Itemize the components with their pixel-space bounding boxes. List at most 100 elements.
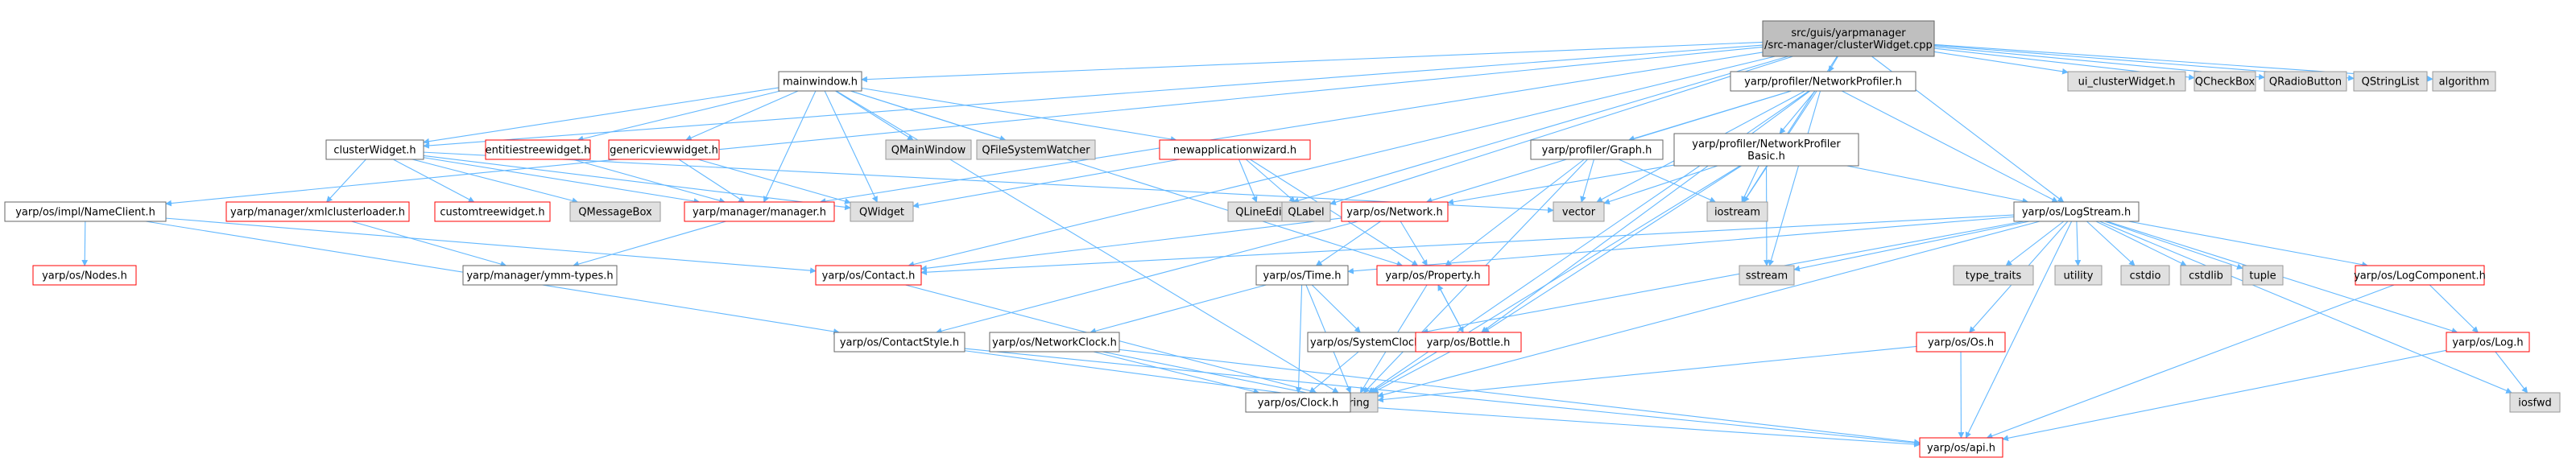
node-namecl[interactable]: yarp/os/impl/NameClient.h	[4, 201, 167, 222]
node-qmessagebox[interactable]: QMessageBox	[569, 201, 661, 222]
node-box	[1706, 201, 1768, 222]
node-tuple[interactable]: tuple	[2242, 265, 2284, 286]
node-property[interactable]: yarp/os/Property.h	[1376, 265, 1490, 286]
node-box	[2509, 392, 2561, 413]
edge-layer	[81, 41, 2528, 447]
node-os[interactable]: yarp/os/Os.h	[1916, 332, 2006, 353]
node-box	[462, 265, 618, 286]
node-netprof[interactable]: yarp/profiler/NetworkProfiler.h	[1730, 71, 1916, 92]
edge-npbasic-to-vector	[1603, 165, 1718, 205]
node-bottle[interactable]: yarp/os/Bottle.h	[1415, 332, 1522, 353]
node-graph[interactable]: yarp/profiler/Graph.h	[1530, 139, 1664, 160]
node-label: yarp/os/Property.h	[1385, 270, 1480, 282]
node-label: yarp/os/ContactStyle.h	[840, 337, 959, 349]
node-qcheckbox[interactable]: QCheckBox	[2194, 71, 2256, 92]
node-contact[interactable]: yarp/os/Contact.h	[815, 265, 922, 286]
edge-netprof-to-bottle	[1481, 90, 1811, 333]
node-box	[833, 332, 965, 353]
node-box	[2180, 265, 2232, 286]
node-sstream[interactable]: sstream	[1739, 265, 1795, 286]
edge-network-to-property	[1400, 221, 1428, 266]
node-box	[2353, 71, 2428, 92]
node-qwidget[interactable]: QWidget	[850, 201, 914, 222]
node-label: Basic.h	[1747, 151, 1785, 163]
edge-root-to-mainwindow	[861, 41, 1764, 83]
node-ymmtypes[interactable]: yarp/manager/ymm-types.h	[462, 265, 618, 286]
edge-logstream-to-sstream	[1793, 221, 2030, 272]
node-box	[1281, 201, 1331, 222]
node-box	[1673, 133, 1859, 167]
node-box	[1341, 201, 1449, 222]
edge-npbasic-to-string	[1369, 165, 1741, 394]
node-label: QRadioButton	[2269, 76, 2342, 89]
node-root[interactable]: src/guis/yarpmanager/src-manager/cluster…	[1762, 20, 1935, 57]
edge-npbasic-to-network	[1447, 164, 1675, 205]
node-label: iostream	[1714, 207, 1760, 219]
node-genericview[interactable]: genericviewwidget.h	[608, 139, 720, 160]
node-box	[1953, 265, 2034, 286]
node-clusterw[interactable]: clusterWidget.h	[325, 139, 424, 160]
node-manager[interactable]: yarp/manager/manager.h	[684, 201, 835, 222]
node-qmainwindow[interactable]: QMainWindow	[885, 139, 972, 160]
node-box	[608, 139, 720, 160]
node-nodes[interactable]: yarp/os/Nodes.h	[32, 265, 137, 286]
node-box	[1245, 392, 1351, 413]
node-netclock[interactable]: yarp/os/NetworkClock.h	[989, 332, 1120, 353]
node-logstream[interactable]: yarp/os/LogStream.h	[2013, 201, 2140, 222]
node-sysclock[interactable]: yarp/os/SystemClock.h	[1307, 332, 1433, 353]
node-cstdlib[interactable]: cstdlib	[2180, 265, 2232, 286]
node-box	[885, 139, 972, 160]
node-label: clusterWidget.h	[333, 145, 416, 157]
node-utility[interactable]: utility	[2054, 265, 2103, 286]
node-entities[interactable]: entitiestreewidget.h	[485, 139, 591, 160]
node-box	[2013, 201, 2140, 222]
node-label: ui_clusterWidget.h	[2078, 76, 2176, 89]
node-typetraits[interactable]: type_traits	[1953, 265, 2034, 286]
node-label: tuple	[2249, 270, 2276, 282]
edge-clusterw-to-qmessagebox	[411, 159, 579, 204]
node-algorithm[interactable]: algorithm	[2432, 71, 2496, 92]
edge-root-to-qlineedit	[1292, 56, 1788, 204]
node-clock[interactable]: yarp/os/Clock.h	[1245, 392, 1351, 413]
node-label: yarp/manager/xmlclusterloader.h	[230, 207, 405, 219]
node-label: sstream	[1746, 270, 1788, 282]
node-qlabel[interactable]: QLabel	[1281, 201, 1331, 222]
edge-time-to-netclock	[1090, 284, 1267, 334]
node-qradiobutton[interactable]: QRadioButton	[2264, 71, 2347, 92]
node-api[interactable]: yarp/os/api.h	[1919, 437, 2003, 458]
edge-root-to-qlabel	[1329, 56, 1793, 205]
edge-contactstyle-to-string	[964, 350, 1332, 402]
node-cstdio[interactable]: cstdio	[2120, 265, 2170, 286]
node-box	[1530, 139, 1664, 160]
edge-logstream-to-cstdio	[2086, 221, 2136, 266]
node-label: cstdlib	[2189, 270, 2223, 282]
node-mainwindow[interactable]: mainwindow.h	[778, 71, 862, 92]
node-iostream[interactable]: iostream	[1706, 201, 1768, 222]
edge-logcomp-to-log	[2429, 284, 2479, 333]
edge-network-to-time	[1315, 221, 1381, 266]
edge-xmlcl-to-ymmtypes	[351, 221, 507, 267]
node-qstringlist[interactable]: QStringList	[2353, 71, 2428, 92]
edge-clusterw-to-customtree	[392, 159, 475, 203]
node-label: yarp/profiler/Graph.h	[1542, 145, 1652, 157]
node-time[interactable]: yarp/os/Time.h	[1255, 265, 1349, 286]
node-contactstyle[interactable]: yarp/os/ContactStyle.h	[833, 332, 965, 353]
node-label: algorithm	[2439, 76, 2490, 89]
edge-root-to-netprof	[1828, 56, 1838, 72]
node-xmlcl[interactable]: yarp/manager/xmlclusterloader.h	[225, 201, 410, 222]
edge-newapp-to-qlabel	[1245, 159, 1296, 203]
node-log[interactable]: yarp/os/Log.h	[2446, 332, 2530, 353]
node-logcomp[interactable]: yarp/os/LogComponent.h	[2354, 265, 2486, 286]
node-iosfwd[interactable]: iosfwd	[2509, 392, 2561, 413]
edge-log-to-iosfwd	[2495, 351, 2528, 394]
node-label: yarp/os/api.h	[1927, 443, 1995, 455]
edge-logstream-to-contact	[920, 214, 2015, 276]
node-label: yarp/os/Contact.h	[822, 270, 916, 282]
node-customtree[interactable]: customtreewidget.h	[434, 201, 551, 222]
node-ui_cw[interactable]: ui_clusterWidget.h	[2067, 71, 2186, 92]
node-qfsw[interactable]: QFileSystemWatcher	[976, 139, 1096, 160]
node-newapp[interactable]: newapplicationwizard.h	[1159, 139, 1311, 160]
node-vector[interactable]: vector	[1553, 201, 1605, 222]
node-network[interactable]: yarp/os/Network.h	[1341, 201, 1449, 222]
